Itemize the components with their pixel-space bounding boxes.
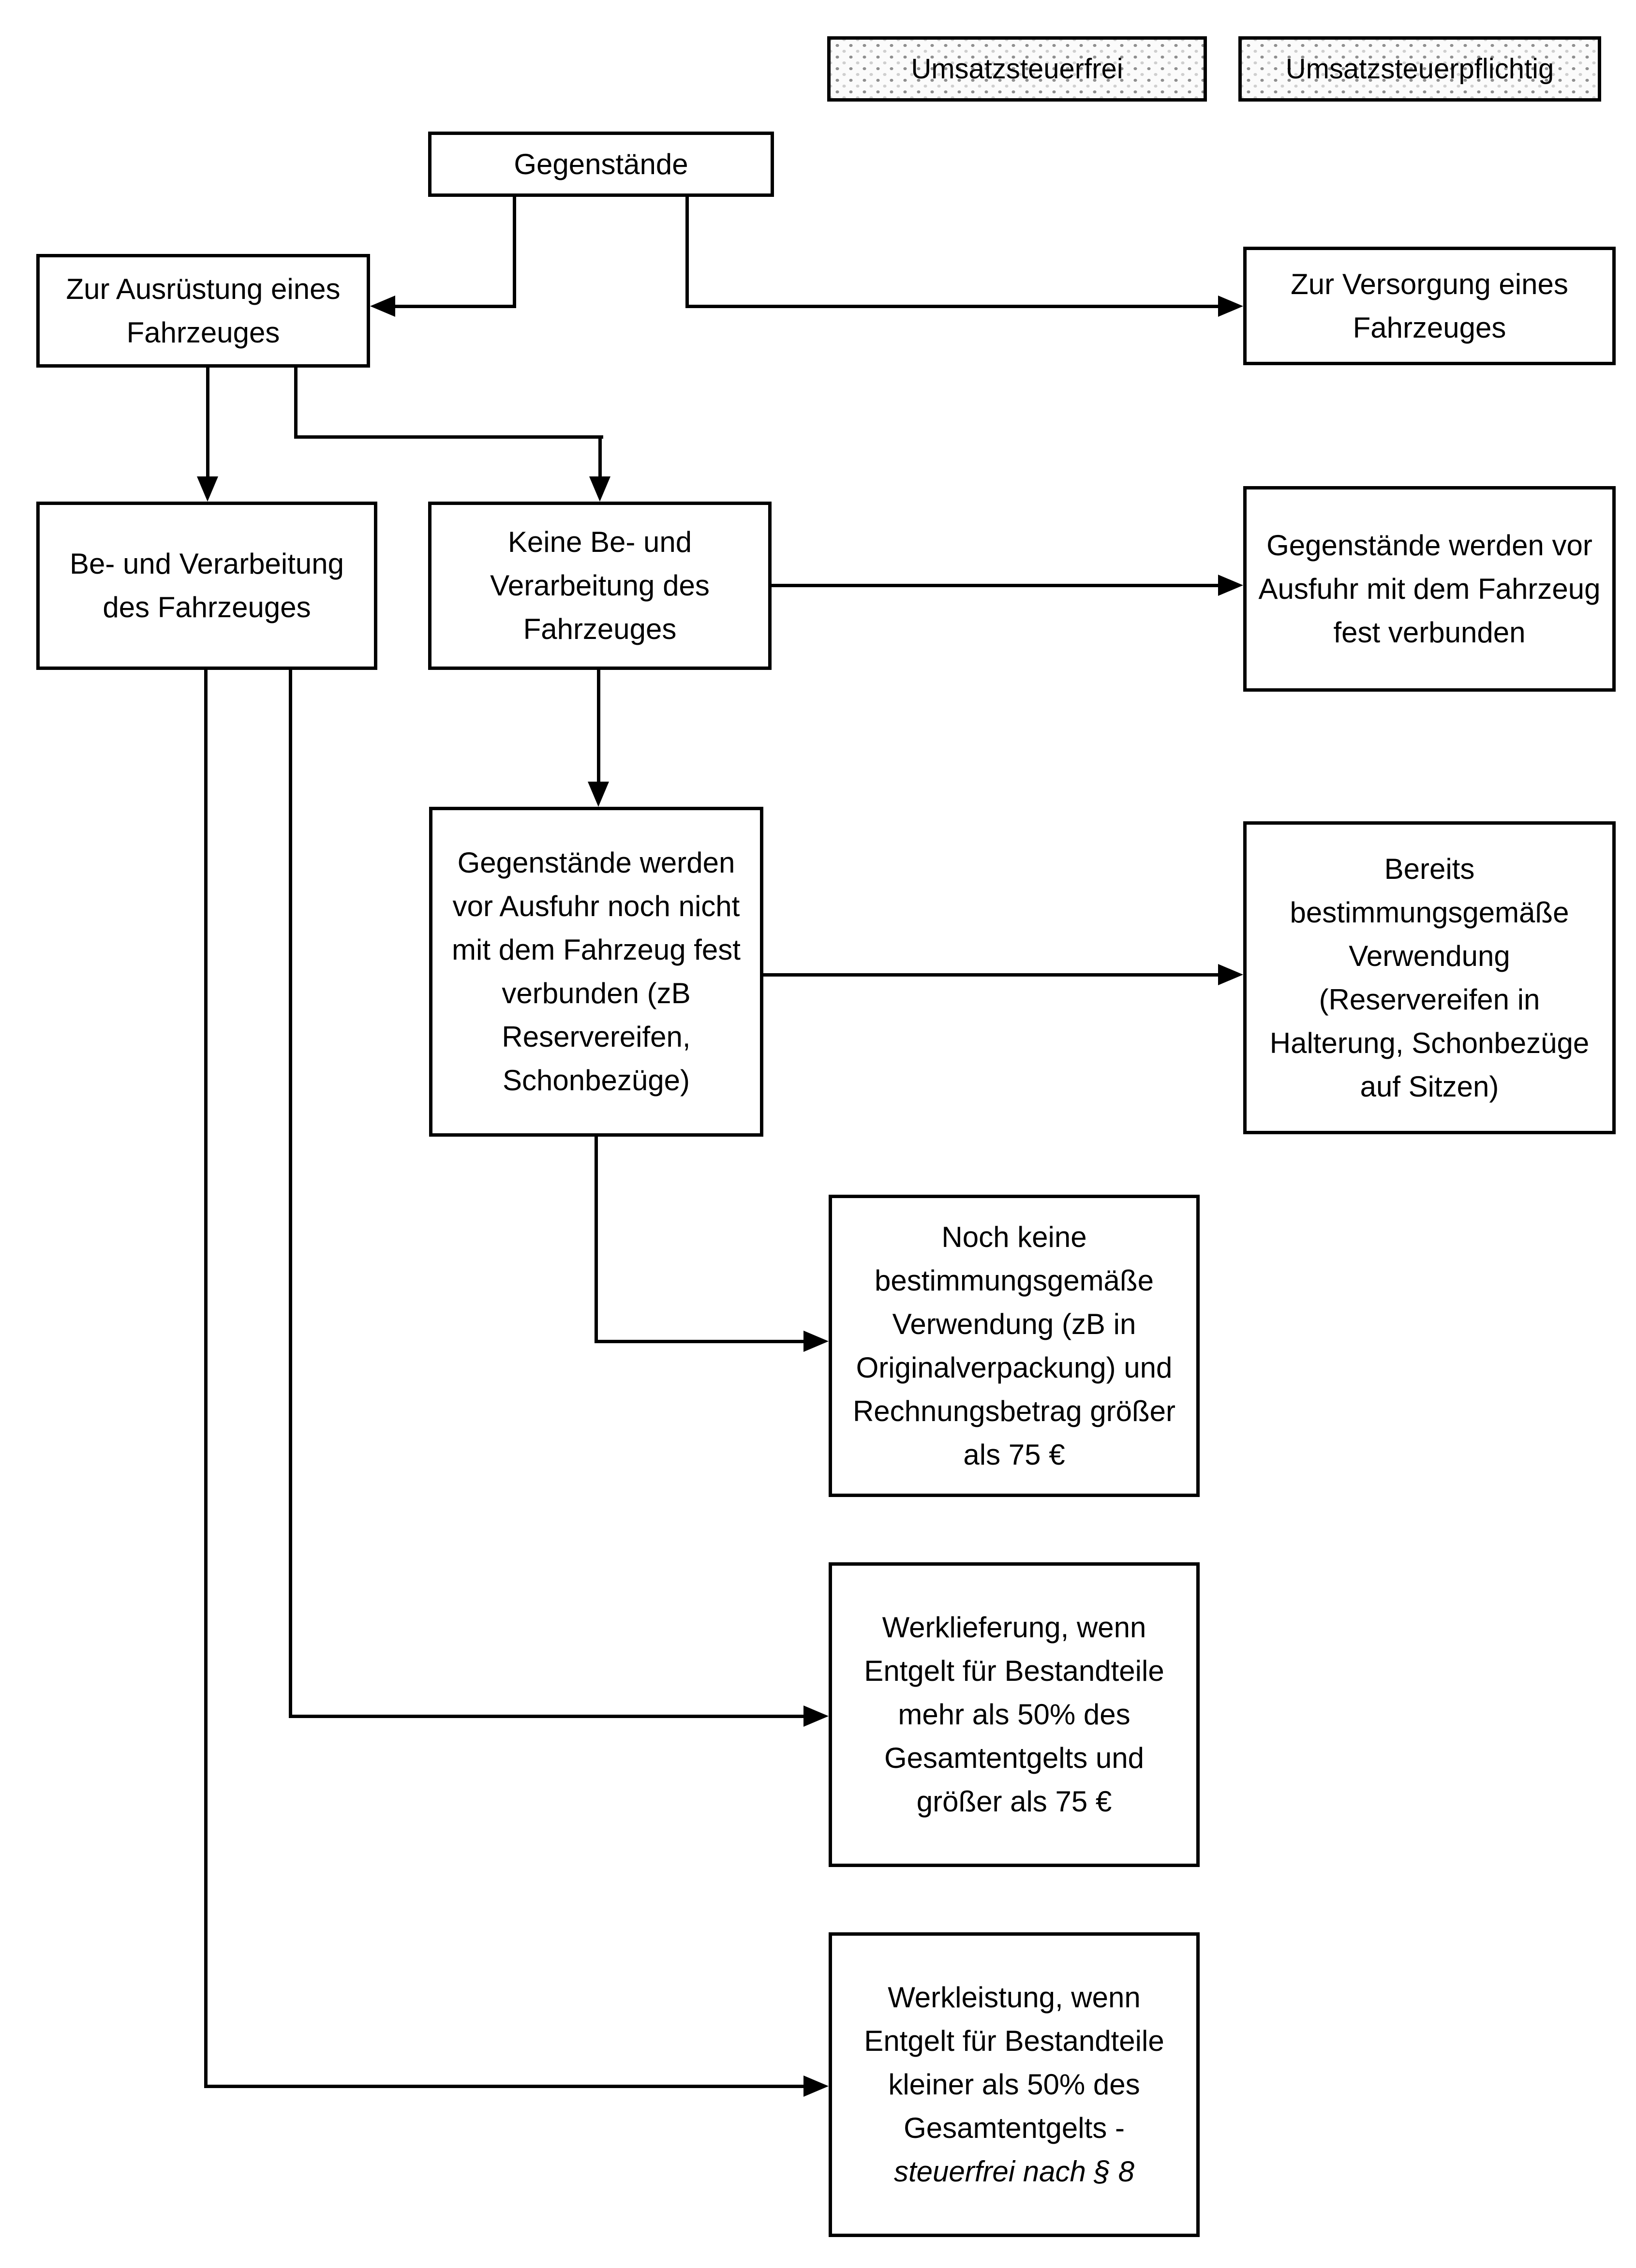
node-keine-be-und-verarbeitung-label: Keine Be- und Verarbeitung des Fahrzeuge… <box>490 526 710 645</box>
node-fest-verbunden-label: Gegenstände werden vor Ausfuhr mit dem F… <box>1258 529 1601 649</box>
node-werkleistung-label-regular: Werkleistung, wenn Entgelt für Bestandte… <box>864 1981 1164 2144</box>
node-zur-ausruestung-label: Zur Ausrüstung eines Fahrzeuges <box>66 272 341 349</box>
arrowhead-into-fest-verbunden <box>1218 575 1243 596</box>
edge-nochnicht-nochkeine-v <box>595 1137 598 1343</box>
edge-beverarbeitung-werklieferung-v <box>289 670 292 1718</box>
node-noch-nicht-verbunden-label: Gegenstände werden vor Ausfuhr noch nich… <box>452 846 741 1097</box>
column-header-taxable-label: Umsatzsteuerpflichtig <box>1285 53 1554 85</box>
node-keine-be-und-verarbeitung: Keine Be- und Verarbeitung des Fahrzeuge… <box>428 502 772 670</box>
node-werkleistung-label-italic: steuerfrei nach § 8 <box>894 2155 1134 2188</box>
edge-beverarbeitung-werklieferung-h <box>289 1715 803 1718</box>
edge-gegenstaende-versorgung-h <box>685 305 1219 308</box>
node-werklieferung-label: Werklieferung, wenn Entgelt für Bestandt… <box>864 1611 1164 1818</box>
edge-beverarbeitung-werkleistung-h <box>204 2085 803 2088</box>
node-noch-keine-verwendung-label: Noch keine bestimmungsgemäße Verwendung … <box>852 1220 1176 1471</box>
edge-keinebe-festverbunden-h <box>772 584 1218 587</box>
arrowhead-into-werklieferung <box>803 1705 829 1727</box>
node-zur-versorgung: Zur Versorgung eines Fahrzeuges <box>1243 247 1616 365</box>
arrowhead-into-keine-be <box>589 476 610 502</box>
edge-keinebe-nochnicht-v <box>597 670 600 784</box>
arrowhead-into-be-verarbeitung <box>197 476 218 502</box>
node-fest-verbunden: Gegenstände werden vor Ausfuhr mit dem F… <box>1243 486 1616 692</box>
node-werklieferung: Werklieferung, wenn Entgelt für Bestandt… <box>829 1562 1200 1867</box>
column-header-taxable: Umsatzsteuerpflichtig <box>1238 36 1601 102</box>
edge-beverarbeitung-werkleistung-v <box>204 670 208 2088</box>
node-werkleistung-label: Werkleistung, wenn Entgelt für Bestandte… <box>843 1976 1186 2194</box>
node-noch-nicht-verbunden: Gegenstände werden vor Ausfuhr noch nich… <box>429 807 763 1137</box>
arrowhead-into-zur-ausruestung <box>370 296 395 317</box>
arrowhead-into-bereits <box>1218 964 1243 985</box>
column-header-tax-free-label: Umsatzsteuerfrei <box>911 53 1123 85</box>
edge-gegenstaende-versorgung-v <box>685 196 689 308</box>
node-bereits-verwendung: Bereits bestimmungsgemäße Verwendung (Re… <box>1243 821 1616 1134</box>
node-zur-ausruestung: Zur Ausrüstung eines Fahrzeuges <box>36 254 370 368</box>
column-header-tax-free: Umsatzsteuerfrei <box>827 36 1207 102</box>
node-werkleistung: Werkleistung, wenn Entgelt für Bestandte… <box>829 1932 1200 2237</box>
node-be-und-verarbeitung-label: Be- und Verarbeitung des Fahrzeuges <box>69 548 344 623</box>
edge-nochnicht-nochkeine-h <box>595 1340 803 1343</box>
node-zur-versorgung-label: Zur Versorgung eines Fahrzeuges <box>1291 267 1568 344</box>
node-noch-keine-verwendung: Noch keine bestimmungsgemäße Verwendung … <box>829 1195 1200 1497</box>
arrowhead-into-zur-versorgung <box>1218 296 1243 317</box>
arrowhead-into-noch-nicht <box>588 782 609 807</box>
edge-ausruestung-keinebe-h <box>294 435 603 439</box>
edge-nochnicht-bereits-h <box>763 973 1218 977</box>
edge-gegenstaende-ausruestung-h <box>392 305 516 308</box>
edge-ausruestung-keinebe-v2 <box>598 435 602 479</box>
node-gegenstaende-label: Gegenstände <box>514 148 688 180</box>
edge-gegenstaende-ausruestung-v <box>513 196 516 308</box>
node-be-und-verarbeitung: Be- und Verarbeitung des Fahrzeuges <box>36 502 377 670</box>
node-bereits-verwendung-label: Bereits bestimmungsgemäße Verwendung (Re… <box>1269 852 1590 1103</box>
node-gegenstaende: Gegenstände <box>428 132 774 197</box>
arrowhead-into-werkleistung <box>803 2075 829 2097</box>
edge-ausruestung-keinebe-v1 <box>294 366 297 439</box>
arrowhead-into-noch-keine <box>803 1331 829 1352</box>
edge-ausruestung-beverarbeitung-v <box>206 366 209 479</box>
